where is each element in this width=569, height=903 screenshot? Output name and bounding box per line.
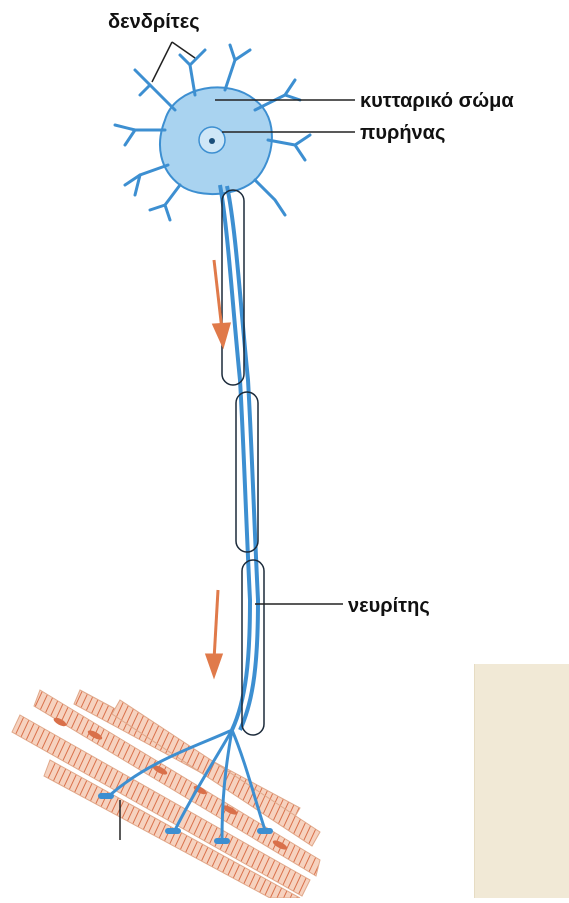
paper-corner (474, 664, 569, 898)
muscle-fibers (12, 690, 320, 898)
nucleus (199, 127, 225, 153)
arrow-down-icon (207, 590, 221, 675)
axon (220, 185, 264, 735)
nucleus-label: πυρήνας (360, 122, 445, 145)
dendrites-label: δενδρίτες (108, 11, 200, 34)
cell-body-label: κυτταρικό σώμα (360, 90, 514, 113)
axon-label: νευρίτης (348, 595, 430, 618)
